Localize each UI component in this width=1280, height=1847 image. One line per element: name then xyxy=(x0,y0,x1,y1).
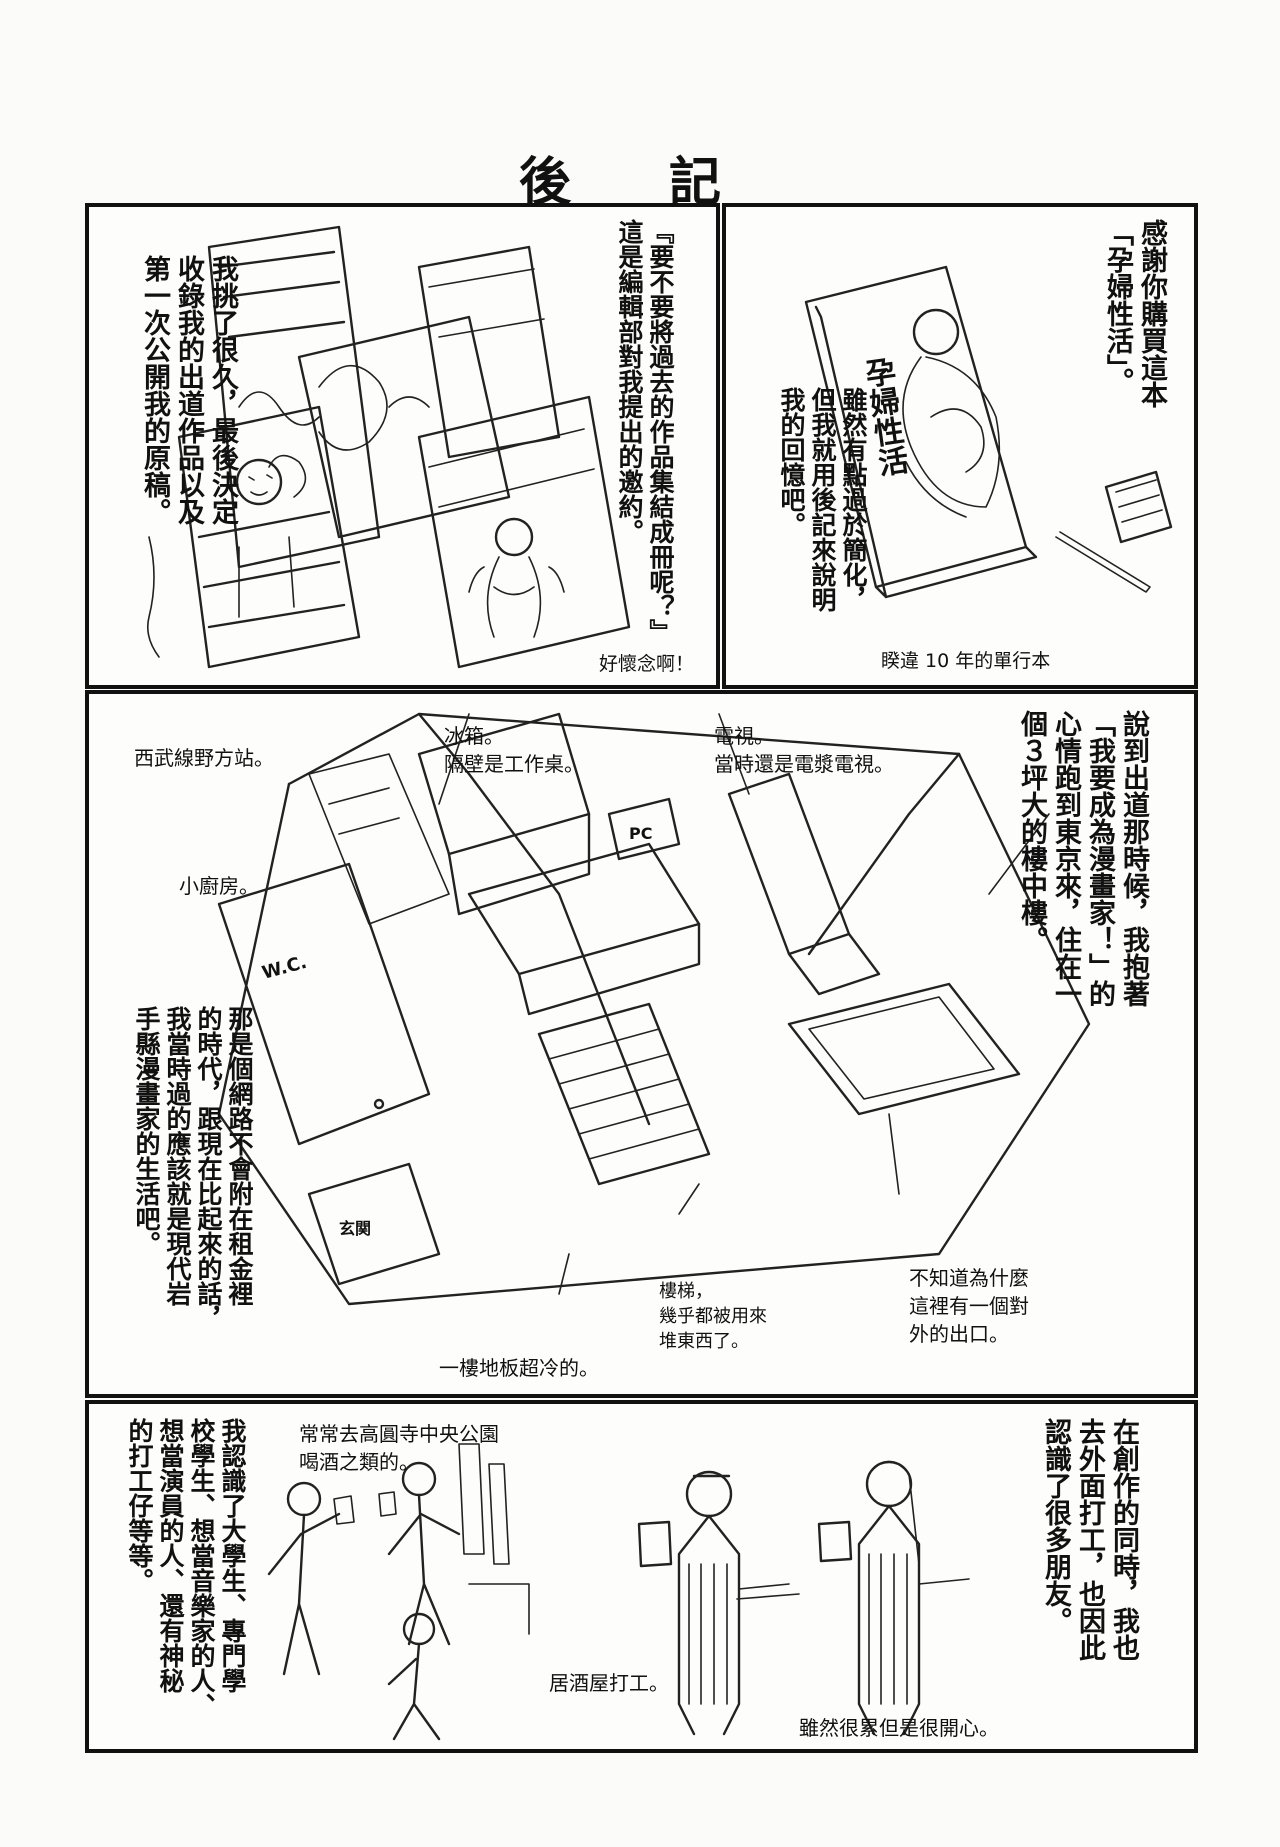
kitchen-label: 小廚房。 xyxy=(179,874,259,898)
tired-label: 雖然很累但是很開心。 xyxy=(799,1716,999,1740)
park-label: 常常去高圓寺中央公園 喝酒之類的。 xyxy=(299,1422,499,1474)
apartment-sketch: PC W.C. 玄関 xyxy=(217,712,1091,1306)
book-sketch xyxy=(804,265,1173,599)
nostalgic-note: 好懷念啊！ xyxy=(599,653,695,675)
panel-manuscripts: 『要不要將過去的作品集結成冊呢？』 這是編輯部對我提出的邀約。 我挑了很久，最後… xyxy=(85,203,720,689)
floor-label: 一樓地板超冷的。 xyxy=(439,1356,599,1380)
panel-thanks: 孕婦性活 感謝你購買這本 「孕婦性活」。 雖然有點過於簡化， 但我就用後記來說明… xyxy=(722,203,1198,689)
exit-label: 不知道為什麼 這裡有一個對 外的出口。 xyxy=(909,1266,1029,1346)
stairs-label: 樓梯， 幾乎都被用來 堆東西了。 xyxy=(659,1281,767,1352)
book-caption: 睽違 10 年的單行本 xyxy=(881,650,1051,672)
memories-text: 雖然有點過於簡化， 但我就用後記來說明 我的回憶吧。 xyxy=(777,387,868,612)
selection-text: 我挑了很久，最後決定 收錄我的出道作品以及 第一次公開我的原稿。 xyxy=(139,255,238,525)
sketch-label: PC xyxy=(629,824,652,843)
era-text: 那是個網路不會附在租金裡 的時代，跟現在比起來的話， 我當時過的應該就是現代岩 … xyxy=(132,1006,254,1331)
manuscripts-sketch xyxy=(146,225,631,669)
friends-sketch xyxy=(267,1443,970,1741)
editor-offer-text: 『要不要將過去的作品集結成冊呢？』 這是編輯部對我提出的邀約。 xyxy=(615,219,675,644)
station-label: 西武線野方站。 xyxy=(134,746,274,770)
work-text: 在創作的同時，我也 去外面打工，也因此 認識了很多朋友。 xyxy=(1040,1418,1139,1661)
tv-label: 電視。 當時還是電漿電視。 xyxy=(714,724,894,776)
izakaya-label: 居酒屋打工。 xyxy=(549,1671,669,1695)
panel-friends: 常常去高圓寺中央公園 喝酒之類的。 我認識了大學生、專門學 校學生、想當音樂家的… xyxy=(85,1400,1198,1753)
page-title: 後 記 xyxy=(518,152,762,213)
thanks-text: 感謝你購買這本 「孕婦性活」。 xyxy=(1102,219,1167,408)
friends-text: 我認識了大學生、專門學 校學生、想當音樂家的人、 想當演員的人、還有神秘 的打工… xyxy=(125,1418,247,1718)
sketch-label: 玄関 xyxy=(339,1219,371,1238)
apartment-text: 說到出道那時候，我抱著 「我要成為漫畫家！」的 心情跑到東京來，住在一 個３坪大… xyxy=(1016,710,1149,1007)
sketch-label: W.C. xyxy=(260,952,309,984)
fridge-label: 冰箱。 隔壁是工作桌。 xyxy=(444,724,584,776)
panel-apartment: PC W.C. 玄関 xyxy=(85,690,1198,1398)
